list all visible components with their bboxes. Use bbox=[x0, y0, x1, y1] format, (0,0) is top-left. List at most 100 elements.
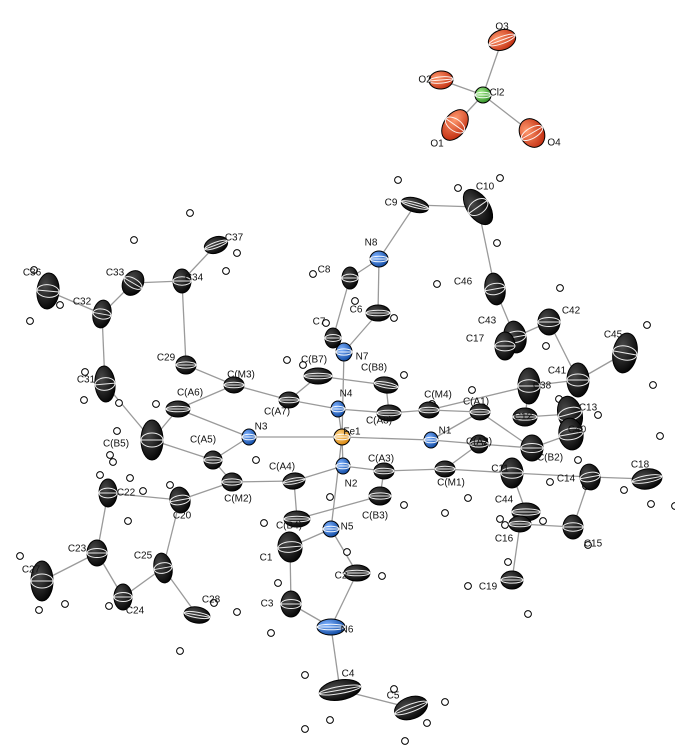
hydrogen-atom bbox=[30, 266, 38, 274]
atom-cb2 bbox=[520, 434, 544, 462]
atom-label-cm2: C(M2) bbox=[224, 494, 252, 505]
atom-c32 bbox=[92, 299, 112, 329]
atom-label-c6: C6 bbox=[350, 305, 363, 316]
atom-n2 bbox=[335, 457, 351, 475]
hydrogen-atom bbox=[301, 671, 309, 679]
hydrogen-atom bbox=[423, 719, 431, 727]
principal-ellipse bbox=[579, 471, 601, 483]
bond-C11-C14 bbox=[511, 472, 591, 478]
atom-label-c33: C33 bbox=[106, 268, 125, 279]
atom-c29 bbox=[175, 355, 197, 375]
atoms-layer bbox=[30, 28, 663, 721]
atom-label-c44: C44 bbox=[495, 495, 514, 506]
hydrogen-atom bbox=[400, 501, 408, 509]
atom-n4 bbox=[330, 400, 346, 418]
hydrogen-atom bbox=[433, 280, 441, 288]
principal-ellipse bbox=[183, 610, 211, 620]
atom-c31 bbox=[94, 365, 116, 403]
hydrogen-atom bbox=[260, 519, 268, 527]
atom-label-c45: C45 bbox=[604, 330, 623, 341]
hydrogen-atom bbox=[139, 487, 147, 495]
hydrogen-atom bbox=[252, 456, 260, 464]
atom-cb3 bbox=[368, 486, 392, 506]
bond-Fe1-N5 bbox=[330, 436, 343, 530]
hydrogen-atom bbox=[130, 236, 138, 244]
hydrogen-atom bbox=[35, 606, 43, 614]
atom-c25 bbox=[153, 552, 173, 584]
principal-ellipse bbox=[484, 282, 506, 296]
atom-label-c25: C25 bbox=[134, 551, 153, 562]
atom-label-c8: C8 bbox=[318, 265, 331, 276]
hydrogen-atom bbox=[96, 471, 104, 479]
atom-cb4 bbox=[283, 510, 311, 528]
bond-C20-C22 bbox=[107, 492, 181, 501]
hydrogen-atom bbox=[504, 558, 512, 566]
bond-C6-N8 bbox=[377, 258, 380, 314]
principal-axis bbox=[488, 34, 516, 46]
hydrogen-atom bbox=[186, 209, 194, 217]
atom-label-fe1: Fe1 bbox=[343, 427, 361, 438]
atom-label-c15: C15 bbox=[584, 539, 603, 550]
atom-ca4 bbox=[282, 472, 306, 490]
atom-c7 bbox=[324, 327, 342, 349]
atom-label-c27: C27 bbox=[22, 565, 41, 576]
atom-c46 bbox=[484, 272, 506, 306]
atom-label-c23: C23 bbox=[68, 544, 87, 555]
atom-label-c5: C5 bbox=[387, 691, 400, 702]
hydrogen-atom bbox=[309, 270, 317, 278]
atom-c8 bbox=[341, 266, 359, 290]
atom-label-c40: C40 bbox=[568, 425, 587, 436]
atom-label-c41: C41 bbox=[548, 366, 567, 377]
atom-c37 bbox=[203, 235, 229, 255]
atom-o4 bbox=[518, 118, 546, 148]
atom-label-c43: C43 bbox=[478, 316, 497, 327]
atom-label-o4: O4 bbox=[547, 138, 561, 149]
hydrogen-atom bbox=[283, 356, 291, 364]
hydrogen-atom bbox=[81, 368, 89, 376]
atom-c15 bbox=[562, 514, 584, 540]
hydrogen-atom bbox=[109, 458, 117, 466]
atom-label-n4: N4 bbox=[340, 389, 353, 400]
atom-label-ca6: C(A6) bbox=[177, 388, 203, 399]
atom-ca8 bbox=[376, 404, 402, 422]
atom-label-cb8: C(B8) bbox=[361, 363, 387, 374]
principal-axis bbox=[394, 701, 428, 715]
atom-n7 bbox=[335, 342, 353, 362]
hydrogen-atom bbox=[441, 698, 449, 706]
atom-c20 bbox=[169, 486, 191, 514]
atom-c38 bbox=[517, 367, 541, 405]
bond-Fe1-N1 bbox=[341, 436, 432, 441]
hydrogen-atom bbox=[464, 494, 472, 502]
atom-c33 bbox=[121, 270, 145, 296]
atom-ca7 bbox=[278, 391, 300, 409]
atom-cb7 bbox=[303, 367, 333, 385]
atom-cb5 bbox=[140, 419, 164, 461]
principal-ellipse bbox=[520, 124, 544, 142]
atom-label-ca1: C(A1) bbox=[463, 397, 489, 408]
atom-label-c34: C34 bbox=[185, 273, 204, 284]
atom-c17 bbox=[494, 331, 516, 361]
atom-label-c42: C42 bbox=[562, 306, 581, 317]
bond-C2-N6 bbox=[330, 572, 358, 628]
bond-CB4-CB3 bbox=[296, 495, 381, 520]
hydrogen-atom bbox=[671, 502, 675, 510]
principal-axis bbox=[319, 685, 361, 695]
hydrogen-atom bbox=[400, 371, 408, 379]
atom-cm3 bbox=[223, 376, 245, 394]
atom-c16 bbox=[508, 515, 532, 533]
atom-n1 bbox=[423, 431, 439, 449]
atom-c18 bbox=[631, 468, 663, 490]
atom-cb8 bbox=[373, 376, 399, 394]
atom-o1 bbox=[441, 109, 469, 141]
principal-axis bbox=[374, 382, 398, 388]
hydrogen-atom bbox=[326, 493, 334, 501]
principal-axis bbox=[521, 126, 543, 140]
principal-axis bbox=[632, 475, 662, 483]
atom-label-c14: C14 bbox=[557, 474, 576, 485]
hydrogen-atom bbox=[464, 582, 472, 590]
hydrogen-atom bbox=[378, 572, 386, 580]
atom-label-ca4: C(A4) bbox=[269, 462, 295, 473]
atom-fe1 bbox=[333, 428, 351, 446]
hydrogen-atom bbox=[126, 474, 134, 482]
